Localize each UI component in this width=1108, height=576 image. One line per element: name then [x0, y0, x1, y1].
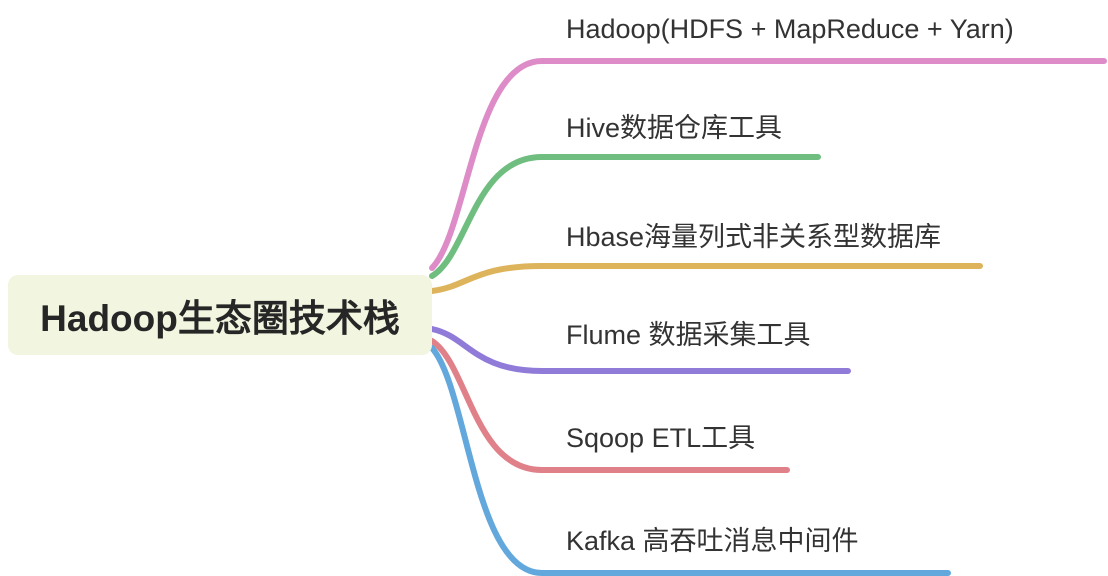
branch-label[interactable]: Hive数据仓库工具: [566, 113, 783, 143]
branch-connector: [429, 345, 951, 576]
branch-connector: [429, 338, 790, 473]
root-node[interactable]: Hadoop生态圈技术栈: [8, 275, 432, 355]
branch-label[interactable]: Hbase海量列式非关系型数据库: [566, 222, 942, 252]
branch-label[interactable]: Sqoop ETL工具: [566, 423, 756, 453]
root-node-label: Hadoop生态圈技术栈: [40, 298, 400, 339]
branch-label[interactable]: Flume 数据采集工具: [566, 320, 811, 350]
branch-connector: [429, 326, 851, 374]
branch-connector: [429, 154, 821, 279]
branch-label[interactable]: Hadoop(HDFS + MapReduce + Yarn): [566, 14, 1014, 44]
branch-connector: [429, 58, 1107, 271]
branch-connector: [429, 263, 983, 294]
branch-label[interactable]: Kafka 高吞吐消息中间件: [566, 526, 859, 556]
